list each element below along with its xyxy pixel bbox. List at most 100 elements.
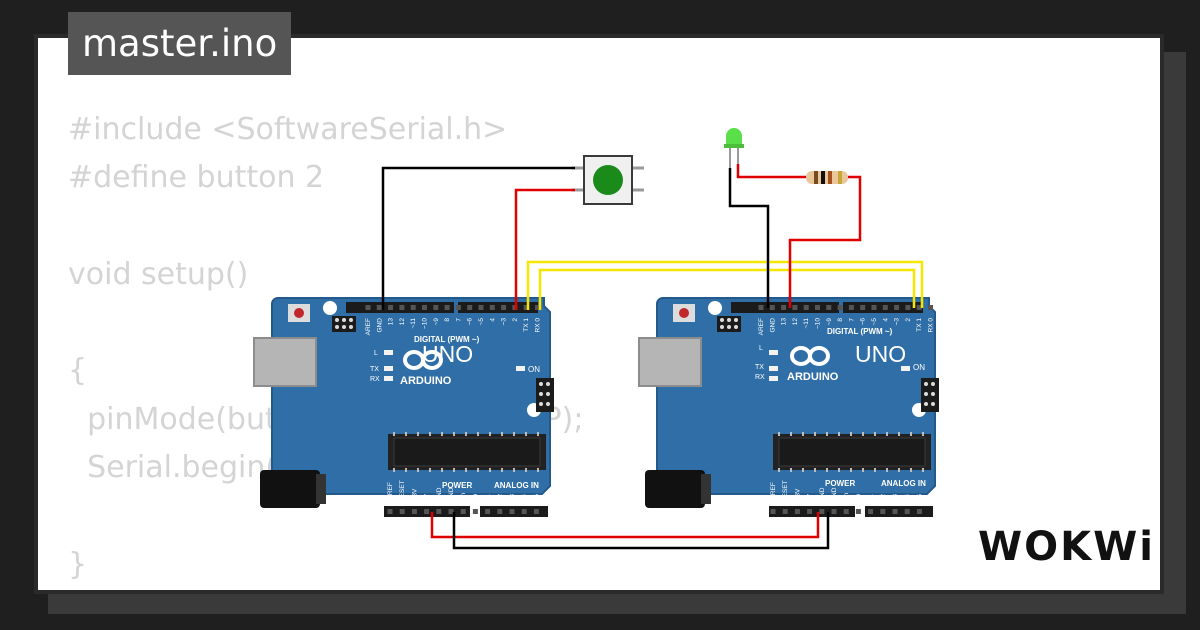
header-pin[interactable] — [485, 509, 491, 514]
header-pin[interactable] — [848, 305, 854, 310]
header-pin[interactable] — [831, 509, 837, 514]
wire-gnd-link — [452, 512, 830, 550]
wire-button-gnd — [381, 166, 575, 310]
header-pin[interactable] — [794, 509, 800, 514]
pin-label: A3 — [509, 494, 516, 502]
pin-label: RESET — [399, 480, 406, 502]
pin-label: ~6 — [467, 318, 474, 326]
header-pin[interactable] — [837, 305, 843, 310]
left-board-analog-label: ANALOG IN — [494, 481, 539, 490]
header-pin[interactable] — [894, 305, 900, 310]
left-board-tx-led-label: TX — [370, 366, 379, 373]
left-board-brand: ARDUINO — [400, 375, 452, 387]
header-pin[interactable] — [792, 305, 798, 310]
header-pin[interactable] — [928, 305, 933, 310]
header-pin[interactable] — [904, 509, 910, 514]
header-pin[interactable] — [436, 509, 442, 514]
header-pin[interactable] — [376, 305, 382, 310]
header-pin[interactable] — [535, 305, 540, 310]
right-board-brand: ARDUINO — [787, 371, 839, 383]
right-board-analog-label: ANALOG IN — [881, 479, 926, 488]
pin-label: RX 0 — [535, 318, 542, 333]
right-board-digital-label: DIGITAL (PWM ~) — [827, 327, 893, 336]
code-line: #include <SoftwareSerial.h> — [68, 112, 508, 147]
code-background: #include <SoftwareSerial.h> #define butto… — [68, 106, 583, 589]
header-pin[interactable] — [843, 509, 849, 514]
pin-label: A2 — [880, 494, 887, 502]
file-name-tab[interactable]: master.ino — [68, 12, 291, 75]
push-button-cap[interactable] — [593, 165, 623, 195]
left-board-power-label: POWER — [442, 481, 472, 490]
header-pin[interactable] — [815, 305, 820, 310]
pin-label: GND — [376, 318, 383, 333]
header-pin[interactable] — [860, 305, 866, 310]
header-pin[interactable] — [916, 305, 922, 310]
pin-label: A2 — [497, 494, 504, 502]
pin-label: 8 — [837, 318, 844, 322]
left-board-on-label: ON — [528, 365, 540, 374]
header-pin[interactable] — [769, 305, 775, 310]
header-pin[interactable] — [533, 509, 539, 514]
header-pin[interactable] — [489, 305, 495, 310]
pin-label: IOREF — [387, 482, 394, 502]
header-pin[interactable] — [819, 509, 825, 514]
code-line: #define button 2 — [68, 160, 325, 196]
header-pin[interactable] — [868, 509, 874, 514]
header-pin[interactable] — [770, 509, 776, 514]
header-pin[interactable] — [424, 509, 430, 514]
pin-label: 12 — [792, 318, 799, 326]
right-board-model: UNO — [855, 341, 906, 367]
pin-label: ~10 — [815, 318, 822, 329]
header-pin[interactable] — [803, 305, 809, 310]
header-pin[interactable] — [399, 509, 405, 514]
wire-led-gnd — [728, 168, 770, 308]
header-pin[interactable] — [782, 509, 788, 514]
header-pin[interactable] — [807, 509, 813, 514]
header-pin[interactable] — [433, 305, 439, 310]
left-board-logo — [403, 350, 443, 370]
header-pin[interactable] — [758, 305, 764, 310]
pin-label: 2 — [905, 318, 912, 322]
pin-label: 7 — [455, 318, 462, 322]
header-pin[interactable] — [855, 509, 861, 514]
header-pin[interactable] — [467, 305, 473, 310]
header-pin[interactable] — [455, 305, 461, 310]
pin-label: A5 — [533, 494, 540, 502]
header-pin[interactable] — [387, 509, 393, 514]
push-button[interactable] — [572, 155, 644, 205]
wire-resistor-pin13 — [788, 175, 862, 308]
header-pin[interactable] — [509, 509, 515, 514]
header-pin[interactable] — [880, 509, 886, 514]
pin-label: A5 — [916, 494, 923, 502]
header-pin[interactable] — [478, 305, 484, 310]
pin-label: A0 — [855, 494, 862, 502]
wire-button-pin2 — [514, 188, 575, 310]
header-pin[interactable] — [882, 305, 888, 310]
header-pin[interactable] — [388, 305, 394, 310]
header-pin[interactable] — [460, 509, 466, 514]
header-pin[interactable] — [472, 509, 478, 514]
header-pin[interactable] — [781, 305, 787, 310]
header-pin[interactable] — [444, 305, 450, 310]
header-pin[interactable] — [521, 509, 527, 514]
pin-label: RESET — [782, 480, 789, 502]
header-pin[interactable] — [448, 509, 454, 514]
header-pin[interactable] — [916, 509, 922, 514]
header-pin[interactable] — [892, 509, 898, 514]
header-pin[interactable] — [411, 509, 417, 514]
code-line: } — [68, 546, 88, 582]
header-pin[interactable] — [399, 305, 405, 310]
header-pin[interactable] — [871, 305, 877, 310]
pin-label: AREF — [758, 318, 765, 335]
header-pin[interactable] — [905, 305, 911, 310]
header-pin[interactable] — [523, 305, 529, 310]
pin-label: A0 — [472, 494, 479, 502]
preview-card: #include <SoftwareSerial.h> #define butto… — [34, 34, 1164, 594]
header-pin[interactable] — [501, 305, 507, 310]
pin-label: IOREF — [770, 482, 777, 502]
header-pin[interactable] — [497, 509, 503, 514]
header-pin[interactable] — [365, 305, 371, 310]
header-pin[interactable] — [422, 305, 427, 310]
header-pin[interactable] — [410, 305, 416, 310]
header-pin[interactable] — [826, 305, 832, 310]
